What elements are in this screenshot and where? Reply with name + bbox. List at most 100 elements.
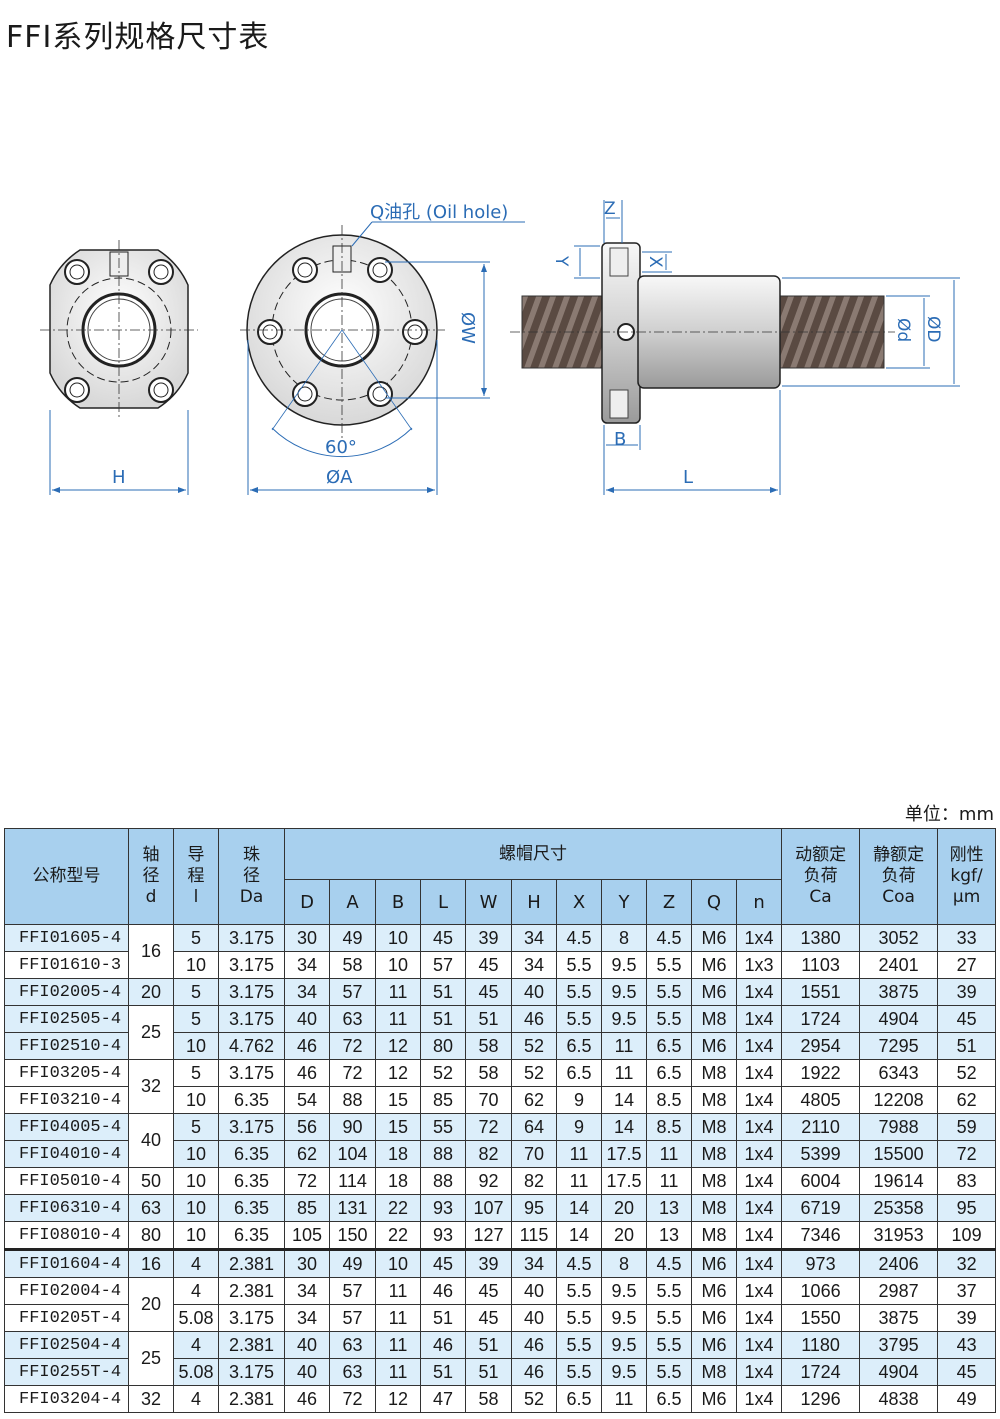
rigidity-cell: 95 bbox=[937, 1194, 997, 1222]
nut-dimension-cell: M8 bbox=[691, 1140, 737, 1168]
rigidity-cell: 62 bbox=[937, 1086, 997, 1114]
nut-dimension-cell: 5.5 bbox=[556, 1277, 602, 1305]
nut-dimension-cell: 1x4 bbox=[735, 1167, 783, 1195]
nut-dimension-cell: 85 bbox=[284, 1194, 330, 1222]
unit-label: 单位：mm bbox=[904, 804, 994, 825]
nut-dimension-cell: 40 bbox=[284, 1005, 330, 1033]
nut-dimension-cell: 10 bbox=[375, 1248, 421, 1278]
rigidity-cell: 72 bbox=[937, 1140, 997, 1168]
dynamic-load-cell: 1550 bbox=[781, 1304, 861, 1332]
nut-dimension-cell: 8.5 bbox=[646, 1113, 692, 1141]
static-load-cell: 3875 bbox=[859, 1304, 939, 1332]
nut-dimension-cell: 8 bbox=[601, 1248, 647, 1278]
header-col-d: D bbox=[284, 879, 330, 925]
nut-dimension-cell: 17.5 bbox=[601, 1167, 647, 1195]
model-cell: FFI0205T-4 bbox=[4, 1304, 129, 1332]
model-cell: FFI02504-4 bbox=[4, 1331, 129, 1359]
nut-dimension-cell: 14 bbox=[556, 1194, 602, 1222]
nut-dimension-cell: 57 bbox=[329, 978, 376, 1006]
nut-dimension-cell: 46 bbox=[420, 1331, 466, 1359]
static-load-cell: 3875 bbox=[859, 978, 939, 1006]
lead-cell: 5.08 bbox=[173, 1304, 219, 1332]
nut-dimension-cell: 20 bbox=[601, 1221, 647, 1250]
nut-dimension-cell: M6 bbox=[691, 1385, 737, 1413]
dynamic-load-cell: 973 bbox=[781, 1248, 861, 1278]
nut-dimension-cell: 1x4 bbox=[735, 1086, 783, 1114]
nut-dimension-cell: 5.5 bbox=[556, 978, 602, 1006]
lead-cell: 5 bbox=[173, 1059, 219, 1087]
dynamic-load-cell: 6004 bbox=[781, 1167, 861, 1195]
nut-dimension-cell: 45 bbox=[420, 1248, 466, 1278]
ball-diameter-cell: 3.175 bbox=[218, 1304, 285, 1332]
front-view-flattened bbox=[40, 240, 198, 495]
lead-cell: 5 bbox=[173, 978, 219, 1006]
nut-dimension-cell: 104 bbox=[329, 1140, 376, 1168]
shaft-diameter-cell: 16 bbox=[128, 924, 174, 979]
nut-dimension-cell: 51 bbox=[420, 978, 466, 1006]
nut-dimension-cell: 5.5 bbox=[556, 1331, 602, 1359]
nut-dimension-cell: 11 bbox=[375, 1005, 421, 1033]
nut-dimension-cell: 47 bbox=[420, 1385, 466, 1413]
nut-dimension-cell: 11 bbox=[375, 1277, 421, 1305]
nut-dimension-cell: 45 bbox=[465, 1277, 512, 1305]
dynamic-load-cell: 1724 bbox=[781, 1005, 861, 1033]
nut-dimension-cell: 30 bbox=[284, 924, 330, 952]
nut-dimension-cell: 5.5 bbox=[646, 1304, 692, 1332]
static-load-cell: 7988 bbox=[859, 1113, 939, 1141]
nut-dimension-cell: 1x4 bbox=[735, 1005, 783, 1033]
nut-dimension-cell: 131 bbox=[329, 1194, 376, 1222]
nut-dimension-cell: 5.5 bbox=[556, 951, 602, 979]
nut-dimension-cell: 1x4 bbox=[735, 1059, 783, 1087]
rigidity-cell: 51 bbox=[937, 1032, 997, 1060]
nut-dimension-cell: 72 bbox=[329, 1032, 376, 1060]
nut-dimension-cell: 58 bbox=[465, 1385, 512, 1413]
static-load-cell: 6343 bbox=[859, 1059, 939, 1087]
nut-dimension-cell: 62 bbox=[284, 1140, 330, 1168]
model-cell: FFI04010-4 bbox=[4, 1140, 129, 1168]
shaft-diameter-cell: 25 bbox=[128, 1005, 174, 1060]
model-cell: FFI02004-4 bbox=[4, 1277, 129, 1305]
header-col-n: n bbox=[735, 879, 783, 925]
nut-dimension-cell: 150 bbox=[329, 1221, 376, 1250]
nut-dimension-cell: 11 bbox=[375, 978, 421, 1006]
ball-diameter-cell: 2.381 bbox=[218, 1385, 285, 1413]
nut-dimension-cell: 20 bbox=[601, 1194, 647, 1222]
model-cell: FFI02505-4 bbox=[4, 1005, 129, 1033]
lead-cell: 10 bbox=[173, 1086, 219, 1114]
nut-dimension-cell: 64 bbox=[511, 1113, 557, 1141]
lead-cell: 10 bbox=[173, 1221, 219, 1250]
nut-dimension-cell: 105 bbox=[284, 1221, 330, 1250]
dynamic-load-cell: 5399 bbox=[781, 1140, 861, 1168]
front-view-round bbox=[240, 221, 525, 495]
nut-dimension-cell: M8 bbox=[691, 1358, 737, 1386]
ball-diameter-cell: 3.175 bbox=[218, 1113, 285, 1141]
nut-dimension-cell: 1x4 bbox=[735, 1331, 783, 1359]
nut-dimension-cell: 52 bbox=[511, 1032, 557, 1060]
nut-dimension-cell: 1x4 bbox=[735, 1358, 783, 1386]
nut-dimension-cell: 52 bbox=[420, 1059, 466, 1087]
nut-dimension-cell: 56 bbox=[284, 1113, 330, 1141]
nut-dimension-cell: 4.5 bbox=[556, 924, 602, 952]
nut-dimension-cell: 63 bbox=[329, 1005, 376, 1033]
dim-h-label: H bbox=[112, 467, 126, 488]
nut-dimension-cell: 14 bbox=[601, 1113, 647, 1141]
dynamic-load-cell: 2954 bbox=[781, 1032, 861, 1060]
rigidity-cell: 39 bbox=[937, 978, 997, 1006]
nut-dimension-cell: M8 bbox=[691, 1194, 737, 1222]
model-cell: FFI03210-4 bbox=[4, 1086, 129, 1114]
nut-dimension-cell: 46 bbox=[284, 1059, 330, 1087]
shaft-diameter-cell: 20 bbox=[128, 978, 174, 1006]
model-cell: FFI02510-4 bbox=[4, 1032, 129, 1060]
nut-dimension-cell: 9 bbox=[556, 1113, 602, 1141]
header-col-y: Y bbox=[601, 879, 647, 925]
dynamic-load-cell: 1724 bbox=[781, 1358, 861, 1386]
model-cell: FFI01604-4 bbox=[4, 1248, 129, 1278]
